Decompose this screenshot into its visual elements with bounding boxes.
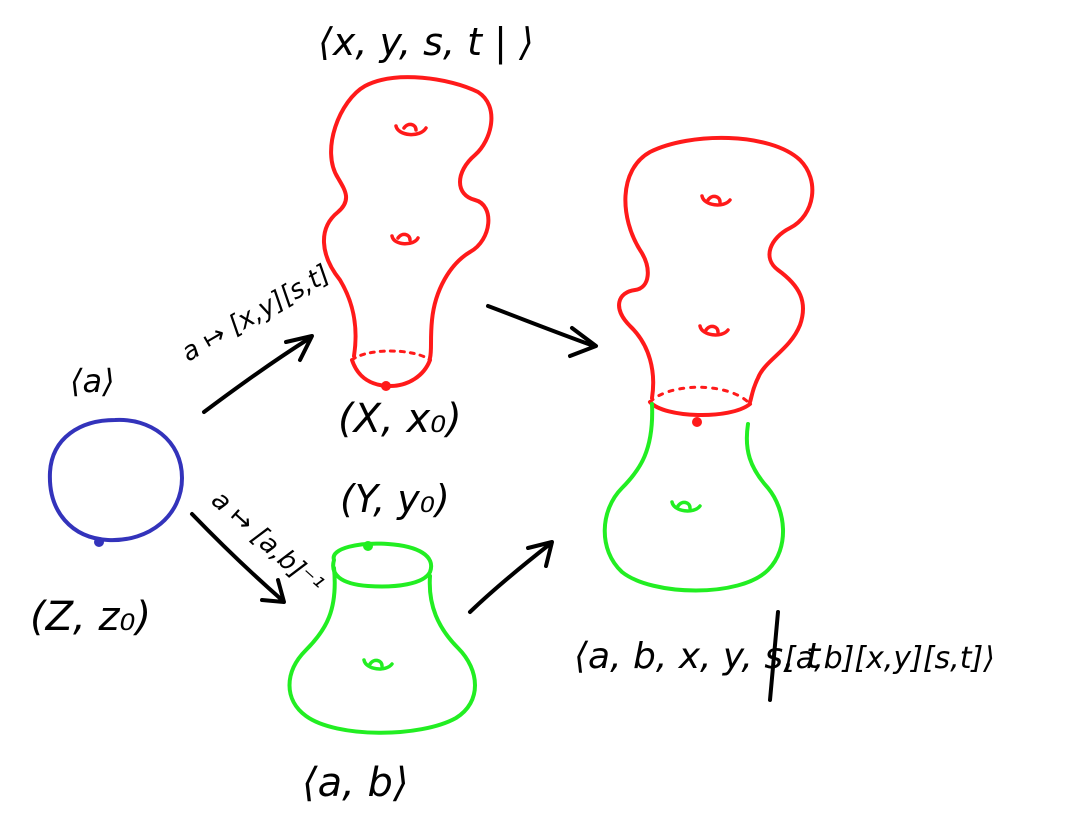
label-map-to-x: a ↦ [x,y][s,t] <box>177 259 336 368</box>
glued-handle-1 <box>700 194 732 207</box>
circle-z <box>47 417 184 547</box>
glued-seam-back <box>648 385 752 406</box>
surface-x-boundary-back <box>350 349 432 362</box>
label-circle-group: ⟨a⟩ <box>70 362 115 400</box>
handle-x-2 <box>390 232 420 246</box>
label-y-group: ⟨a, b⟩ <box>302 760 409 806</box>
glued-seam-front <box>648 400 752 418</box>
surface-x <box>322 75 494 391</box>
label-x-space: (X, x₀) <box>338 396 462 442</box>
surface-x-outline <box>322 75 494 360</box>
handle-y <box>362 658 394 671</box>
glued-basepoint <box>692 417 702 427</box>
basepoint-z0 <box>94 537 104 547</box>
basepoint-y0 <box>363 541 373 551</box>
surface-y-body <box>287 566 477 735</box>
glued-surface <box>602 135 815 593</box>
surface-y <box>287 541 477 735</box>
arrow-z-to-y <box>190 512 286 604</box>
basepoint-x0 <box>381 381 391 391</box>
arrow-x-to-glued <box>486 304 598 358</box>
label-map-to-y: a ↦ [a,b]⁻¹ <box>205 485 329 601</box>
glued-red-part <box>617 135 815 404</box>
glued-handle-3 <box>670 500 702 513</box>
surface-x-boundary-front <box>350 358 432 388</box>
label-glued-group-right: [a,b][x,y][s,t]⟩ <box>784 641 995 676</box>
arrows <box>190 304 598 614</box>
arrow-y-to-glued <box>468 540 554 614</box>
arrow-z-to-x <box>202 334 314 414</box>
label-y-space: (Y, y₀) <box>340 477 450 521</box>
label-glued-group-left: ⟨a, b, x, y, s, t <box>574 636 822 677</box>
surface-y-top <box>331 541 434 589</box>
glued-green-part <box>602 402 785 593</box>
circle-z-outline <box>47 417 184 543</box>
handle-x-1 <box>394 122 428 137</box>
presentation-bar <box>768 610 780 702</box>
label-circle-space: (Z, z₀) <box>30 594 151 640</box>
label-x-group: ⟨x, y, s, t | ⟩ <box>318 20 534 65</box>
glued-handle-2 <box>698 324 730 337</box>
